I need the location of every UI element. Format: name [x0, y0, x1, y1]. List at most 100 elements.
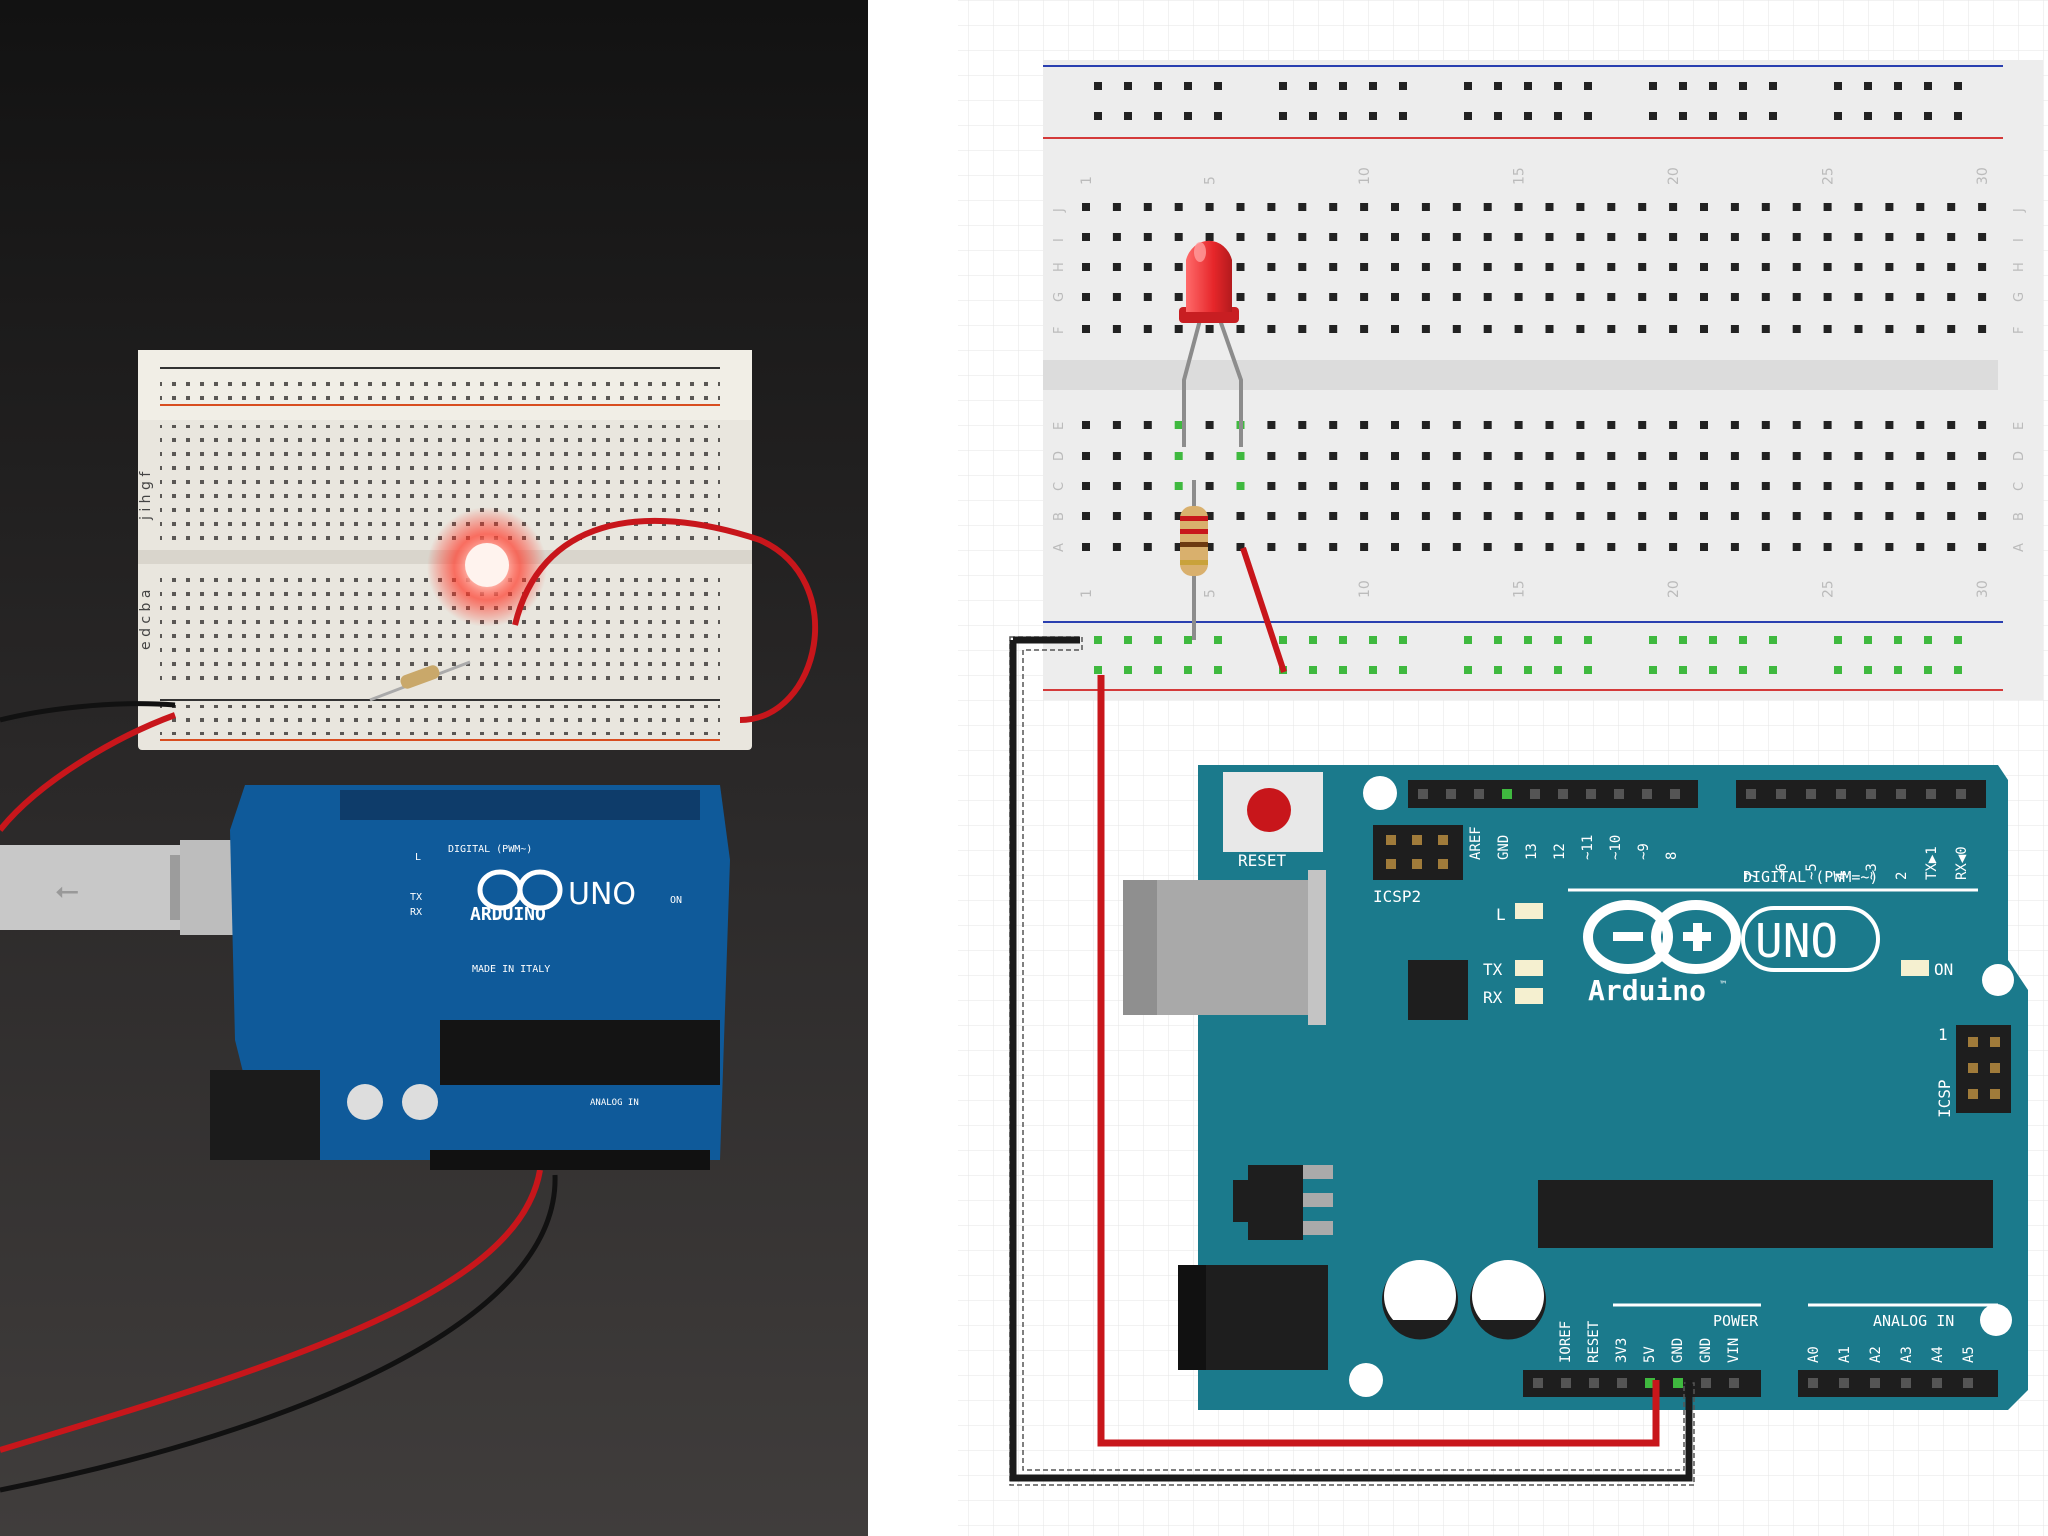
rail-hole	[1524, 666, 1532, 674]
header-pin	[1617, 1378, 1627, 1388]
rail-hole	[1309, 112, 1317, 120]
breadboard-hole	[1452, 421, 1461, 429]
breadboard-hole	[1452, 452, 1461, 460]
breadboard-hole	[1391, 452, 1399, 460]
breadboard-hole	[1607, 421, 1616, 429]
photo-red-wire-bottom	[0, 1169, 543, 1453]
breadboard-hole	[1391, 293, 1399, 301]
breadboard-hole	[1112, 421, 1121, 429]
breadboard-hole	[1576, 421, 1585, 429]
row-letter: F	[1052, 327, 1067, 334]
breadboard-hole	[1916, 482, 1925, 490]
reset-button-cap[interactable]	[1247, 788, 1291, 832]
rail-hole	[1554, 636, 1562, 644]
breadboard-hole	[1391, 325, 1399, 333]
breadboard-hole	[1761, 263, 1770, 271]
breadboard-hole	[1700, 263, 1708, 271]
rail-hole	[1214, 82, 1222, 90]
photo-digital-label: DIGITAL (PWM~)	[448, 844, 532, 855]
breadboard-hole	[1483, 482, 1492, 490]
red-led	[1179, 240, 1239, 323]
digital-label: DIGITAL (PWM=~)	[1743, 868, 1878, 886]
breadboard-hole	[1792, 512, 1801, 520]
breadboard-hole	[1267, 482, 1276, 490]
led-leg-anode	[1218, 319, 1243, 447]
breadboard-hole	[1143, 543, 1152, 551]
breadboard-hole	[1545, 543, 1554, 551]
breadboard-hole	[1730, 293, 1739, 301]
breadboard-hole	[1329, 543, 1338, 551]
rail-hole	[1524, 636, 1532, 644]
breadboard-hole	[1421, 512, 1430, 520]
header-pin	[1586, 789, 1596, 799]
digital-pin-label: ~3	[1864, 863, 1880, 880]
breadboard-hole	[1607, 543, 1616, 551]
red-jumper	[1240, 547, 1287, 673]
breadboard-hole	[1885, 452, 1894, 460]
on-label: ON	[1934, 960, 1953, 979]
icsp2-pin	[1438, 859, 1448, 869]
breadboard-hole	[1947, 482, 1956, 490]
tx-led	[1515, 960, 1543, 976]
breadboard-hole	[1267, 421, 1276, 429]
breadboard-hole	[1329, 233, 1338, 241]
breadboard-hole	[1483, 293, 1492, 301]
breadboard-hole	[1823, 203, 1832, 211]
rail-hole	[1649, 636, 1657, 644]
rail-hole	[1124, 666, 1132, 674]
photo-row-letters-bottom: e d c b a	[138, 590, 154, 650]
rail-hole	[1494, 82, 1502, 90]
rail-hole	[1494, 112, 1502, 120]
breadboard-hole	[1545, 203, 1554, 211]
breadboard-hole	[1329, 512, 1338, 520]
breadboard-hole	[1885, 421, 1894, 429]
breadboard-hole	[1761, 203, 1770, 211]
power-pin-label: RESET	[1586, 1320, 1602, 1363]
breadboard-hole	[1916, 293, 1925, 301]
breadboard-hole	[1545, 482, 1554, 490]
breadboard-hole	[1112, 452, 1121, 460]
breadboard-hole	[1360, 203, 1369, 211]
breadboard-hole	[1483, 452, 1492, 460]
breadboard-hole	[1700, 325, 1708, 333]
breadboard-hole	[1483, 421, 1492, 429]
breadboard-hole	[1143, 263, 1152, 271]
rail-hole	[1399, 112, 1407, 120]
breadboard-hole	[1360, 263, 1369, 271]
breadboard-hole	[1792, 543, 1801, 551]
breadboard-hole	[1452, 325, 1461, 333]
analog-pin-label: A0	[1806, 1346, 1822, 1363]
photo-tx-label: TX	[410, 892, 422, 903]
rail-hole	[1279, 112, 1287, 120]
rail-hole	[1834, 636, 1842, 644]
breadboard-hole	[1669, 512, 1678, 520]
breadboard-hole	[1730, 452, 1739, 460]
rail-hole	[1369, 666, 1377, 674]
breadboard-hole	[1298, 233, 1307, 241]
breadboard-hole	[1885, 512, 1894, 520]
rail-hole	[1154, 636, 1162, 644]
breadboard-hole	[1514, 203, 1523, 211]
photo-background	[0, 0, 868, 1536]
breadboard-hole	[1669, 233, 1678, 241]
rail-hole	[1154, 666, 1162, 674]
digital-pin-label: ~6	[1774, 863, 1790, 880]
row-letter: C	[1052, 482, 1067, 491]
photo-breadboard: j i h g f e d c b a	[138, 350, 752, 750]
capacitor	[1382, 1260, 1458, 1340]
breadboard-hole	[1267, 263, 1276, 271]
breadboard-hole	[1947, 263, 1956, 271]
rail-hole	[1834, 82, 1842, 90]
breadboard-hole	[1669, 203, 1678, 211]
breadboard-hole	[1267, 233, 1276, 241]
uno-badge	[1741, 906, 1880, 972]
breadboard-hole	[1452, 543, 1461, 551]
digital-pin-label: 2	[1894, 872, 1910, 880]
breadboard-channel	[1043, 360, 1998, 390]
photo-on-label: ON	[670, 895, 682, 906]
breadboard-hole	[1978, 421, 1987, 429]
photo-black-wire-left	[0, 701, 176, 723]
black-wire-gnd	[1009, 640, 1693, 1482]
breadboard-hole	[1792, 233, 1801, 241]
